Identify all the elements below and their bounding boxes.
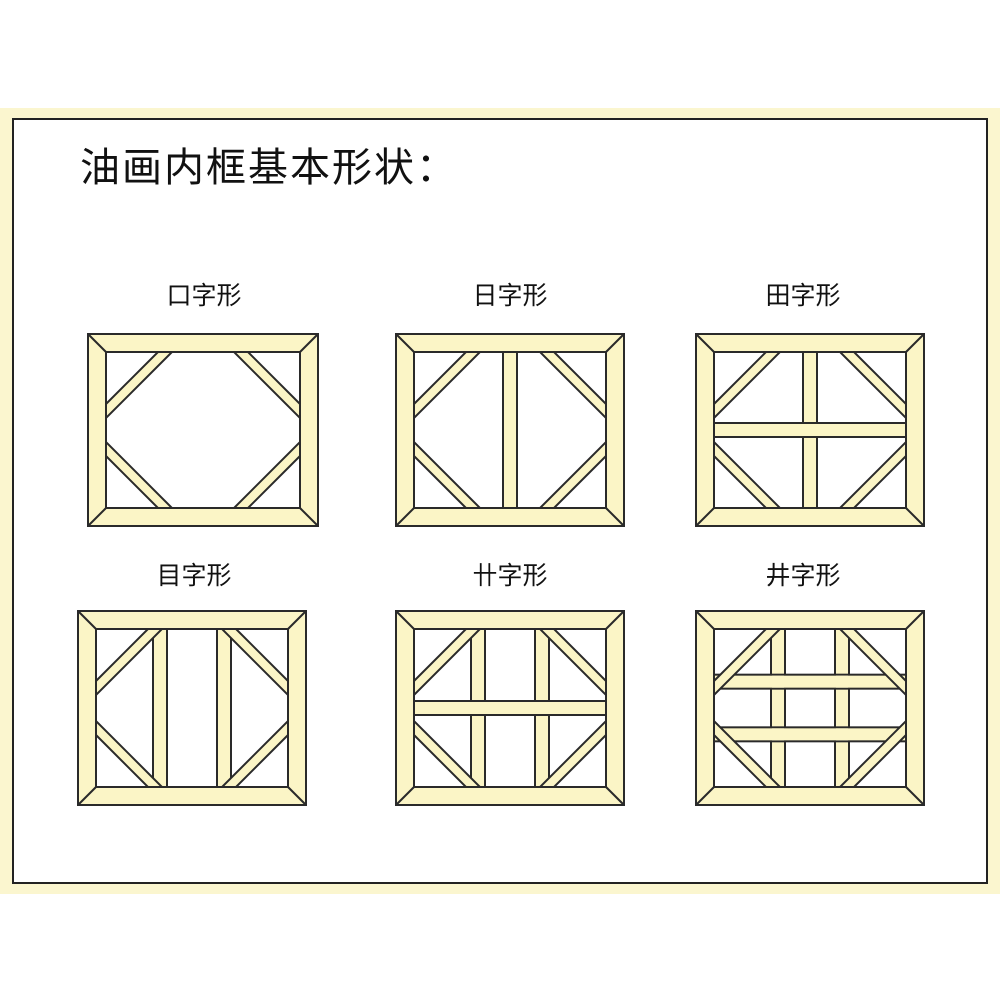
miter-joint [905,333,925,353]
miter-joint [905,786,925,806]
corner-brace [231,439,301,509]
frame-mu-shape [77,610,307,806]
miter-joint [905,610,925,630]
corner-brace [837,628,907,698]
miter-joint [395,333,415,353]
frame-label-nian: 卄字形 [472,561,548,590]
frame-jing-shape [695,610,925,806]
frame-label-ri: 日字形 [472,281,548,310]
corner-brace [713,351,783,421]
miter-joint [695,333,715,353]
corner-brace [537,628,607,698]
miter-joint [395,610,415,630]
miter-joint [695,610,715,630]
corner-brace [537,718,607,788]
corner-brace [105,439,175,509]
corner-brace [837,718,907,788]
miter-joint [605,333,625,353]
crossbar-joint [772,728,784,741]
corner-brace [837,439,907,509]
miter-joint [395,786,415,806]
miter-joint [287,610,307,630]
corner-brace [413,718,483,788]
horizontal-crossbar [713,673,907,690]
crossbar-joint [536,702,548,714]
frame-label-kou: 口字形 [166,281,242,310]
miter-joint [87,333,107,353]
vertical-crossbar [216,628,232,788]
corner-brace [413,628,483,698]
corner-brace [713,439,783,509]
vertical-crossbar [152,628,168,788]
miter-joint [287,786,307,806]
miter-joint [605,610,625,630]
miter-joint [695,507,715,527]
crossbar-joint [836,728,848,741]
corner-brace [713,718,783,788]
corner-brace [713,628,783,698]
diagram-title: 油画内框基本形状： [80,145,458,191]
frame-tian-shape [695,333,925,527]
corner-brace [537,351,607,421]
corner-brace [413,439,483,509]
miter-joint [395,507,415,527]
frame-label-jing: 井字形 [765,561,841,590]
crossbar-joint [804,424,816,436]
vertical-crossbar [502,351,518,509]
vertical-crossbar [770,628,786,788]
vertical-crossbar [834,628,850,788]
miter-joint [77,610,97,630]
horizontal-crossbar [713,726,907,743]
miter-joint [605,786,625,806]
miter-joint [695,786,715,806]
miter-joint [299,333,319,353]
miter-joint [77,786,97,806]
miter-joint [605,507,625,527]
frame-label-mu: 目字形 [156,561,232,590]
crossbar-joint [836,675,848,688]
miter-joint [87,507,107,527]
crossbar-joint [472,702,484,714]
frame-label-tian: 田字形 [765,281,841,310]
corner-brace [219,628,289,698]
corner-brace [95,628,165,698]
horizontal-crossbar [413,700,607,716]
corner-brace [95,718,165,788]
crossbar-joint [772,675,784,688]
corner-brace [537,439,607,509]
frame-kou-shape [87,333,319,527]
corner-brace [413,351,483,421]
corner-brace [219,718,289,788]
corner-brace [837,351,907,421]
corner-brace [231,351,301,421]
frame-nian-shape [395,610,625,806]
miter-joint [905,507,925,527]
frame-ri-shape [395,333,625,527]
miter-joint [299,507,319,527]
corner-brace [105,351,175,421]
